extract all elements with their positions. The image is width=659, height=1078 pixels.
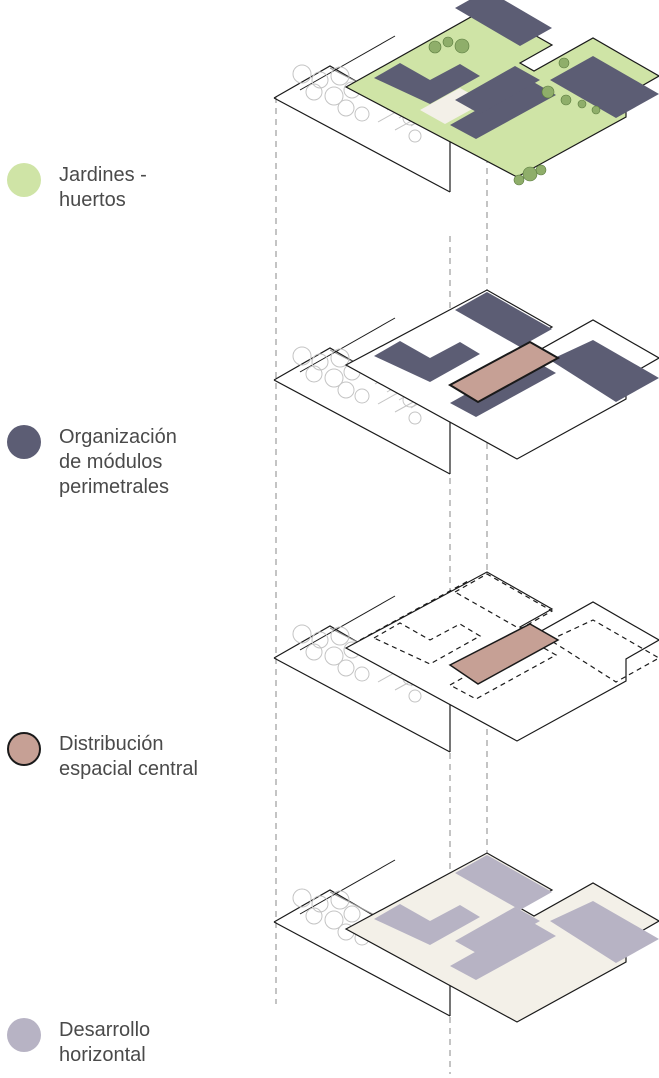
legend-item-desarrollo: Desarrollo horizontal	[7, 1018, 229, 1068]
legend-item-jardines: Jardines - huertos	[7, 163, 229, 213]
central-space-middle	[448, 623, 560, 685]
legend-swatch-desarrollo	[7, 1018, 41, 1052]
level-distribution	[273, 571, 659, 753]
legend-item-modulos: Organización de módulos perimetrales	[7, 425, 229, 500]
legend-item-distribucion: Distribución espacial central	[7, 732, 229, 782]
legend-label-desarrollo: Desarrollo horizontal	[59, 1019, 151, 1066]
level-development	[273, 852, 659, 1023]
legend-swatch-modulos	[7, 425, 41, 459]
legend-label-distribucion: Distribución espacial central	[59, 733, 198, 780]
level-modules	[273, 289, 659, 475]
legend-swatch-jardines	[7, 163, 41, 197]
central-space-upper	[447, 340, 561, 404]
legend-label-modulos: Organización de módulos perimetrales	[59, 426, 177, 498]
level-gardens	[273, 0, 659, 193]
legend-swatch-distribucion	[7, 732, 41, 766]
legend-label-jardines: Jardines - huertos	[59, 164, 147, 211]
